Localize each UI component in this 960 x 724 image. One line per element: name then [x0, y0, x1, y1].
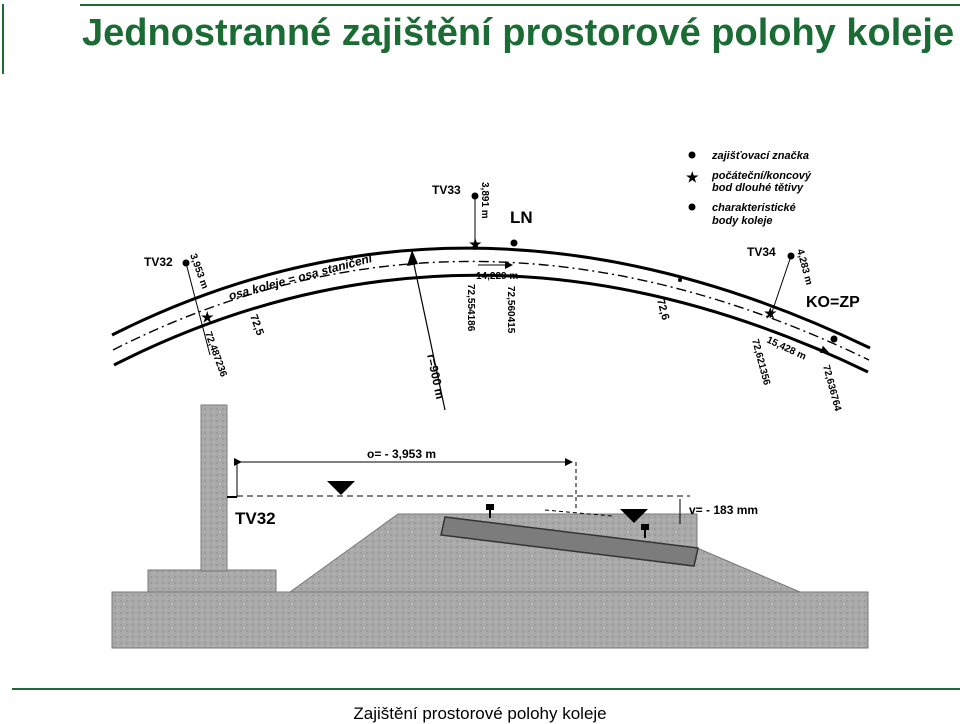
level-mark-left-icon	[327, 481, 355, 495]
subgrade-block	[111, 591, 869, 649]
legend-item-3-line1: charakteristické	[712, 202, 796, 214]
rail-right-icon	[641, 524, 649, 538]
cross-section: TV32 o= - 3,953 m v= - 183 mm	[111, 404, 869, 649]
page-title: Jednostranné zajištění prostorové polohy…	[82, 12, 955, 54]
km-72487236: 72,487236	[202, 330, 229, 379]
tv34-star-icon: ★	[764, 305, 777, 321]
track-axis-line	[112, 260, 870, 361]
tv33-label: TV33	[432, 183, 461, 197]
rail-line-inner	[113, 273, 869, 374]
km-72554186: 72,554186	[465, 284, 476, 332]
footer-rule	[12, 688, 960, 690]
chord-2-arrow	[771, 329, 829, 354]
rail-left-icon	[486, 504, 494, 518]
km-72636764: 72,636764	[820, 364, 843, 413]
ln-marker-icon	[510, 239, 518, 247]
tv33-distance: 3,891 m	[479, 182, 490, 219]
track-plan: osa koleje = osa staničení TV32 3,953 m …	[111, 182, 871, 413]
legend-item-3-line2: body koleje	[712, 215, 773, 227]
track-diagram: zajišťovací značka ★ počáteční/koncový b…	[111, 150, 871, 649]
height-label: v= - 183 mm	[689, 503, 758, 517]
km-72-5: 72,5	[247, 313, 266, 337]
km-72560415: 72,560415	[505, 286, 516, 334]
title-rule	[80, 4, 960, 6]
legend-point-icon	[688, 203, 696, 211]
level-mark-right-icon	[620, 509, 648, 523]
offset-label: o= - 3,953 m	[367, 447, 436, 461]
tv34-distance: 4,283 m	[794, 248, 814, 286]
tv34-offset-line	[769, 255, 792, 319]
sleeper	[440, 516, 699, 567]
tv32-label: TV32	[144, 255, 173, 269]
chord-1-label: 14,229 m	[476, 271, 518, 282]
mast-foundation	[147, 569, 277, 593]
kozp-label: KO=ZP	[806, 294, 860, 311]
left-rule	[2, 4, 4, 74]
rail-line-outer	[111, 246, 871, 350]
catenary-mast	[200, 404, 228, 572]
tv34-label: TV34	[747, 245, 776, 259]
km-tick-icon	[678, 278, 682, 282]
radius-label: r=900 m	[424, 353, 447, 401]
tv33-star-icon: ★	[469, 236, 482, 252]
radius-line	[411, 254, 446, 411]
kozp-marker-icon	[830, 335, 838, 343]
tv32-offset-line	[185, 262, 211, 356]
legend-dot-icon	[688, 151, 696, 159]
section-tv32-label: TV32	[235, 509, 276, 528]
tv32-star-icon: ★	[201, 309, 214, 325]
footer-caption: Zajištění prostorové polohy koleje	[353, 704, 607, 723]
tv32-distance: 3,953 m	[187, 252, 210, 290]
rail-level-line	[544, 509, 613, 517]
radius-arrow-icon	[407, 250, 418, 266]
legend-item-2-line1: počáteční/koncový	[711, 170, 812, 182]
legend-star-icon: ★	[686, 169, 699, 185]
chord-2-label: 15,428 m	[765, 335, 808, 363]
km-72-6: 72,6	[654, 298, 671, 322]
legend-item-2-line2: bod dlouhé tětivy	[712, 182, 804, 194]
legend: zajišťovací značka ★ počáteční/koncový b…	[686, 150, 812, 227]
legend-item-1: zajišťovací značka	[711, 150, 809, 162]
ballast-bed	[288, 513, 801, 593]
ln-label: LN	[510, 208, 533, 227]
